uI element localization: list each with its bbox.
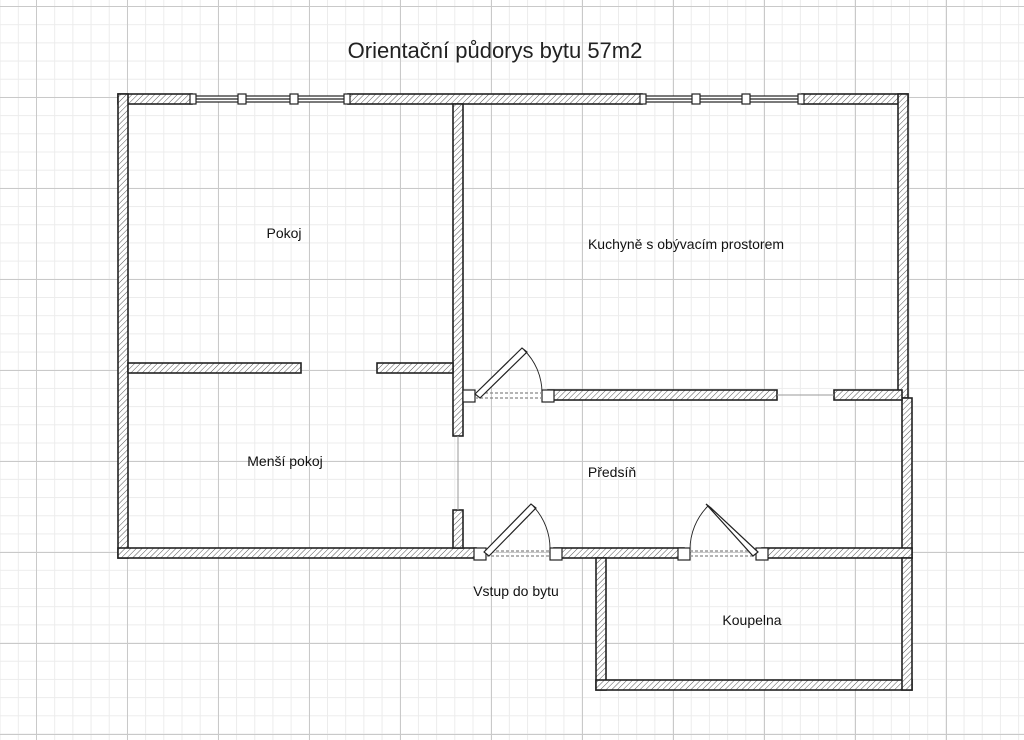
wall-left [117,93,129,559]
room-label-koupelna: Koupelna [722,612,782,628]
wall-bathroom-bottom [595,679,913,691]
window-right [639,93,805,105]
wall-kitchen-hall-right [833,389,903,401]
room-label-kuchyne: Kuchyně s obývacím prostorem [587,236,785,252]
wall-right-lower [901,397,913,559]
plan-title: Orientační půdorys bytu 57m2 [347,38,643,63]
wall-top-right-segment [801,93,909,105]
wall-bottom-right [761,547,913,559]
wall-bathroom-left [595,557,607,691]
wall-top-middle-segment [347,93,643,105]
wall-bedroom-divider-left [127,362,302,374]
walls [117,93,913,691]
room-label-mensi-pokoj: Menší pokoj [247,453,323,469]
room-label-predsin: Předsíň [587,464,637,480]
door-bathroom [677,503,769,561]
window-left [189,93,351,105]
wall-top-left-segment [117,93,193,105]
wall-bedroom-divider-right [376,362,454,374]
wall-bottom-middle [553,547,685,559]
wall-bathroom-right [901,557,913,691]
wall-bottom-left [117,547,477,559]
entrance-label: Vstup do bytu [473,583,559,599]
door-entrance [473,503,563,561]
room-label-pokoj: Pokoj [266,225,302,241]
wall-right-upper [897,93,909,399]
wall-interior-vertical-stub [452,509,464,549]
wall-interior-vertical-upper [452,103,464,437]
wall-kitchen-hall-divider [547,389,778,401]
door-kitchen [462,347,555,403]
